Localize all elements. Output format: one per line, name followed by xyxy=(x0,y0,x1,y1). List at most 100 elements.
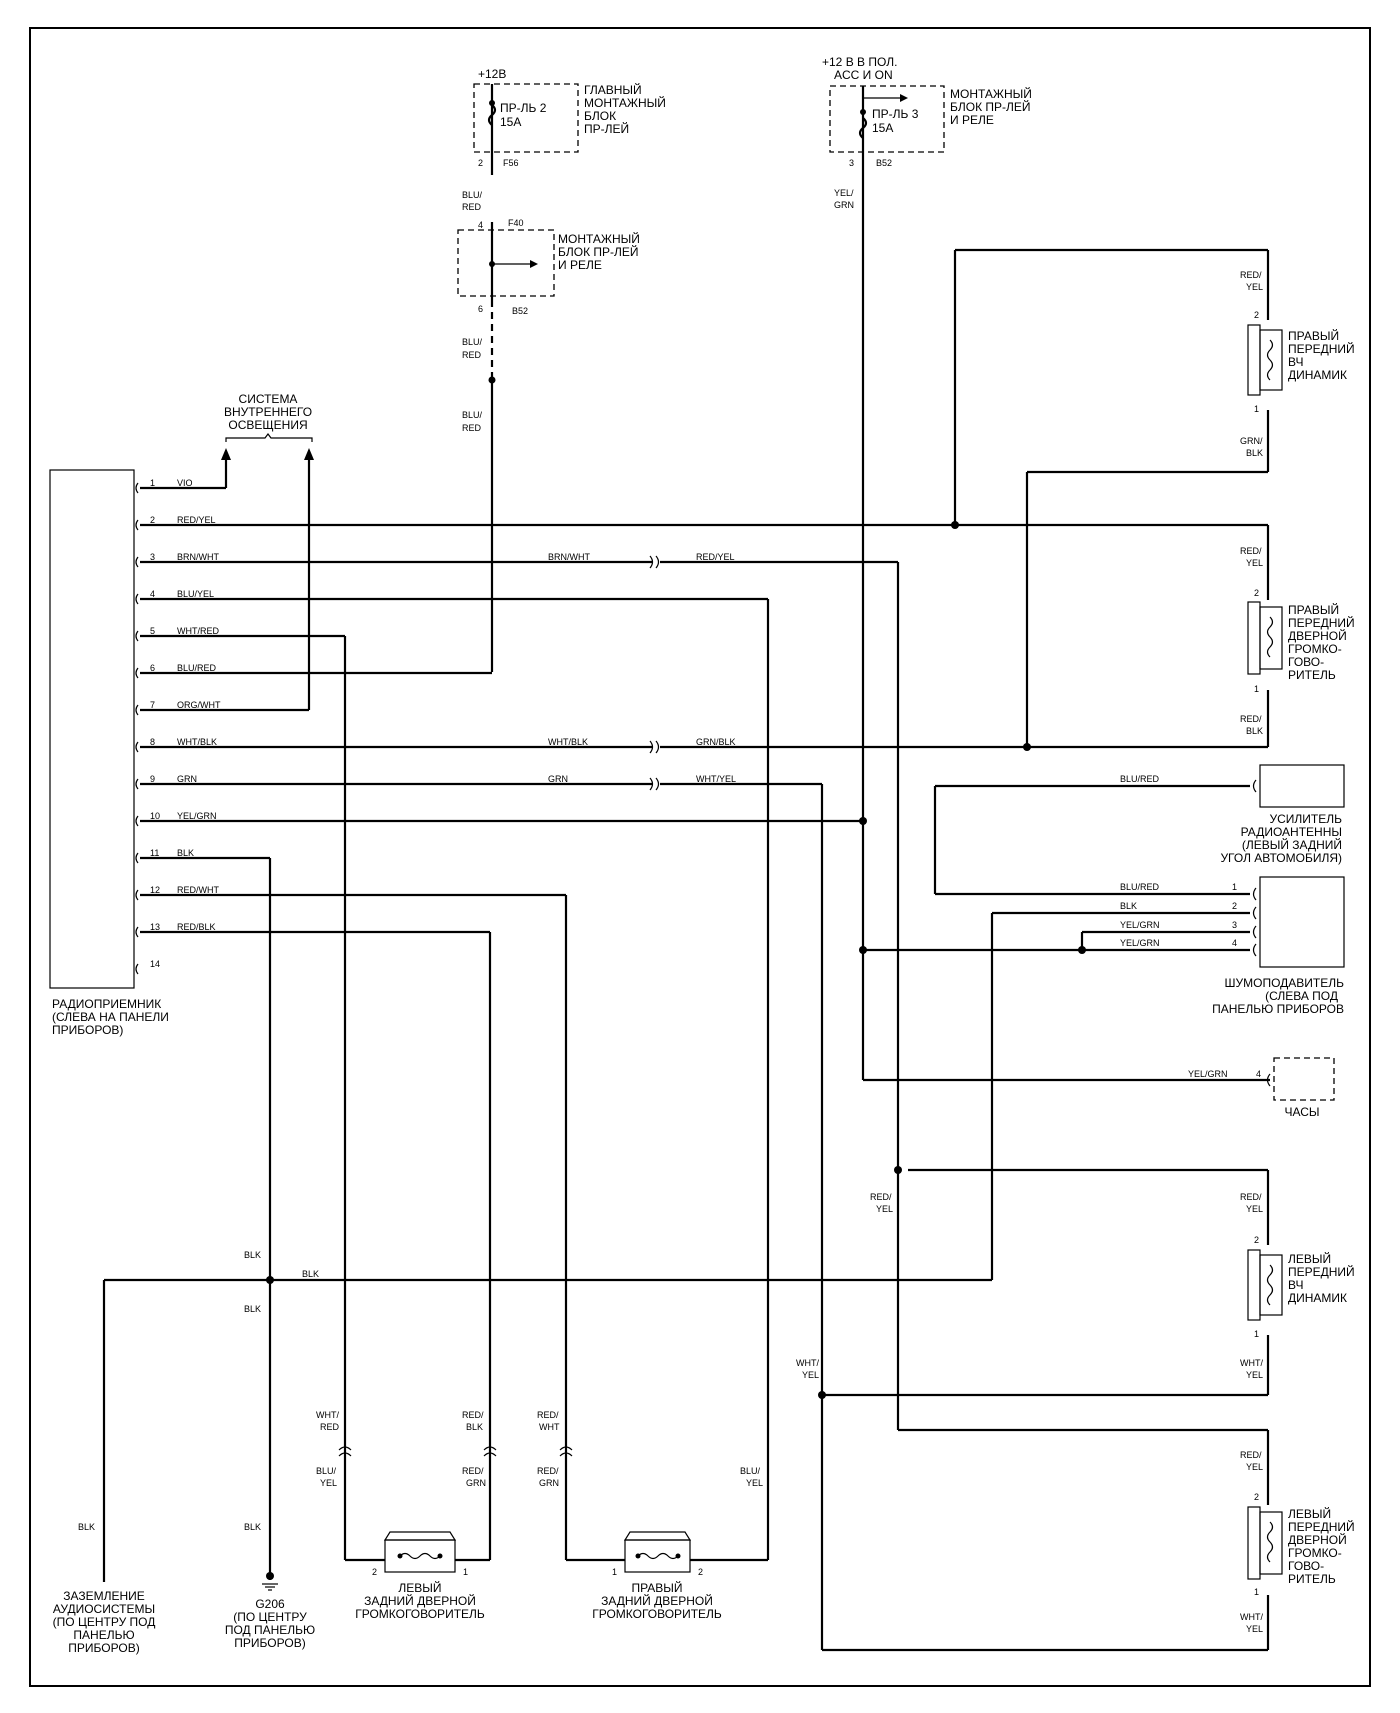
wire-label: BLU/ xyxy=(462,337,483,347)
svg-text:ПЕРЕДНИЙ: ПЕРЕДНИЙ xyxy=(1288,1264,1355,1279)
svg-text:ПЕРЕДНИЙ: ПЕРЕДНИЙ xyxy=(1288,1519,1355,1534)
pin-label: 2 xyxy=(1254,1235,1259,1245)
wire-label: BLK xyxy=(1246,448,1263,458)
speaker-icon xyxy=(1247,601,1283,675)
wire-label: GRN/ xyxy=(1240,436,1263,446)
svg-text:ЛЕВЫЙ: ЛЕВЫЙ xyxy=(1288,1506,1331,1521)
wire-label: BLU/ xyxy=(740,1466,761,1476)
connector-b52: B52 xyxy=(876,158,892,168)
wire-label: GRN xyxy=(834,200,854,210)
arrow-icon xyxy=(304,448,314,460)
wire-label: RED/ xyxy=(537,1410,559,1420)
svg-text:ПРАВЫЙ: ПРАВЫЙ xyxy=(1288,328,1339,343)
wire-label: BLU/RED xyxy=(1120,774,1160,784)
svg-text:11: 11 xyxy=(150,848,159,858)
inline-connectors xyxy=(649,555,660,791)
svg-text:(ПО ЦЕНТРУ ПОД: (ПО ЦЕНТРУ ПОД xyxy=(53,1615,156,1629)
wire-label: BLU/ xyxy=(462,410,483,420)
speaker-icon xyxy=(383,1531,457,1573)
svg-text:8: 8 xyxy=(150,737,155,747)
wire-label: BLK xyxy=(1246,726,1263,736)
svg-text:5: 5 xyxy=(150,626,155,636)
svg-text:ДВЕРНОЙ: ДВЕРНОЙ xyxy=(1288,1532,1347,1547)
svg-text:ПАНЕЛЬЮ ПРИБОРОВ: ПАНЕЛЬЮ ПРИБОРОВ xyxy=(1212,1002,1344,1016)
svg-text:ПРАВЫЙ: ПРАВЫЙ xyxy=(631,1580,682,1595)
wire-label: BRN/WHT xyxy=(548,552,590,562)
connector-b52: B52 xyxy=(512,306,528,316)
main-block-label-3: БЛОК xyxy=(584,109,616,123)
wire-label: YEL xyxy=(1246,1462,1263,1472)
pin-label: 2 xyxy=(1254,588,1259,598)
main-block-label-1: ГЛАВНЫЙ xyxy=(584,82,642,97)
wire-label: YEL xyxy=(876,1204,893,1214)
wire-label: YEL xyxy=(746,1478,763,1488)
speaker-icon xyxy=(1247,324,1283,396)
wire-label: WHT/YEL xyxy=(696,774,736,784)
radio-connector-marks xyxy=(135,482,139,975)
svg-text:ПРАВЫЙ: ПРАВЫЙ xyxy=(1288,602,1339,617)
main-fuse-box xyxy=(473,83,579,153)
wire-label: BLK xyxy=(1120,901,1137,911)
rf-door-label: ПРАВЫЙ ПЕРЕДНИЙ ДВЕРНОЙ ГРОМКО- ГОВО- РИ… xyxy=(1288,602,1355,682)
pin-label: 2 xyxy=(1254,310,1259,320)
wire-label: YEL/GRN xyxy=(1120,920,1160,930)
relay-block-1 xyxy=(457,229,555,297)
wire-label: RED/ xyxy=(462,1410,484,1420)
svg-text:ДИНАМИК: ДИНАМИК xyxy=(1288,1291,1347,1305)
power-label-12v: +12В xyxy=(478,67,506,81)
pin-label: 1 xyxy=(612,1567,617,1577)
wire-label: RED/ xyxy=(1240,546,1262,556)
pin-label: 1 xyxy=(1254,1329,1259,1339)
svg-text:2: 2 xyxy=(150,515,155,525)
ground-audio-label: ЗАЗЕМЛЕНИЕ АУДИОСИСТЕМЫ (ПО ЦЕНТРУ ПОД П… xyxy=(53,1589,156,1655)
wire-label: BLK xyxy=(78,1522,95,1532)
svg-text:WHT/RED: WHT/RED xyxy=(177,626,219,636)
svg-text:BLU/YEL: BLU/YEL xyxy=(177,589,214,599)
svg-text:ГРОМКОГОВОРИТЕЛЬ: ГРОМКОГОВОРИТЕЛЬ xyxy=(592,1607,722,1621)
wire-label: RED/ xyxy=(1240,270,1262,280)
svg-text:ДИНАМИК: ДИНАМИК xyxy=(1288,368,1347,382)
connector-f40: F40 xyxy=(508,218,524,228)
svg-text:РАДИОАНТЕННЫ: РАДИОАНТЕННЫ xyxy=(1241,825,1342,839)
wire-label: YEL xyxy=(1246,282,1263,292)
pin-label: 4 xyxy=(1256,1069,1261,1079)
fuse2-amps: 15А xyxy=(500,115,521,129)
svg-text:(ЛЕВЫЙ ЗАДНИЙ: (ЛЕВЫЙ ЗАДНИЙ xyxy=(1242,837,1342,852)
pin-label: 2 xyxy=(478,158,483,168)
pin-label: 4 xyxy=(478,220,483,230)
antenna-amplifier xyxy=(1259,764,1345,808)
clock-label: ЧАСЫ xyxy=(1284,1105,1319,1119)
splice-dots xyxy=(266,521,1086,1399)
svg-text:ЗАЗЕМЛЕНИЕ: ЗАЗЕМЛЕНИЕ xyxy=(63,1589,145,1603)
clock xyxy=(1273,1057,1335,1101)
svg-text:ЗАДНИЙ ДВЕРНОЙ: ЗАДНИЙ ДВЕРНОЙ xyxy=(601,1593,713,1608)
lr-speaker-label: ЛЕВЫЙ ЗАДНИЙ ДВЕРНОЙ ГРОМКОГОВОРИТЕЛЬ xyxy=(355,1580,485,1621)
wire-label: RED/ xyxy=(870,1192,892,1202)
lighting-label-2: ВНУТРЕННЕГО xyxy=(224,405,312,419)
svg-text:ПАНЕЛЬЮ: ПАНЕЛЬЮ xyxy=(73,1628,134,1642)
lighting-label-3: ОСВЕЩЕНИЯ xyxy=(228,418,307,432)
wire-label: RED/ xyxy=(1240,1192,1262,1202)
svg-text:12: 12 xyxy=(150,885,160,895)
svg-text:(ПО ЦЕНТРУ: (ПО ЦЕНТРУ xyxy=(233,1610,307,1624)
speaker-icon xyxy=(1247,1249,1283,1321)
svg-text:ГОВО-: ГОВО- xyxy=(1288,655,1324,669)
noise-suppressor xyxy=(1259,876,1345,968)
wire-label: WHT xyxy=(539,1422,560,1432)
svg-text:1: 1 xyxy=(150,478,155,488)
svg-text:УГОЛ АВТОМОБИЛЯ): УГОЛ АВТОМОБИЛЯ) xyxy=(1220,851,1342,865)
svg-text:ПРИБОРОВ): ПРИБОРОВ) xyxy=(234,1636,305,1650)
svg-text:7: 7 xyxy=(150,700,155,710)
wire-label: BLK xyxy=(466,1422,483,1432)
svg-text:GRN: GRN xyxy=(177,774,197,784)
lighting-brace xyxy=(225,433,313,442)
wire-label: RED xyxy=(462,423,482,433)
wire-label: BLU/ xyxy=(462,190,483,200)
ground-g206-label: G206 (ПО ЦЕНТРУ ПОД ПАНЕЛЬЮ ПРИБОРОВ) xyxy=(225,1597,315,1650)
pin-label: 2 xyxy=(372,1567,377,1577)
wire-label: BLK xyxy=(244,1522,261,1532)
svg-text:YEL/GRN: YEL/GRN xyxy=(177,811,217,821)
svg-text:ВЧ: ВЧ xyxy=(1288,355,1303,369)
wire-label: YEL xyxy=(320,1478,337,1488)
